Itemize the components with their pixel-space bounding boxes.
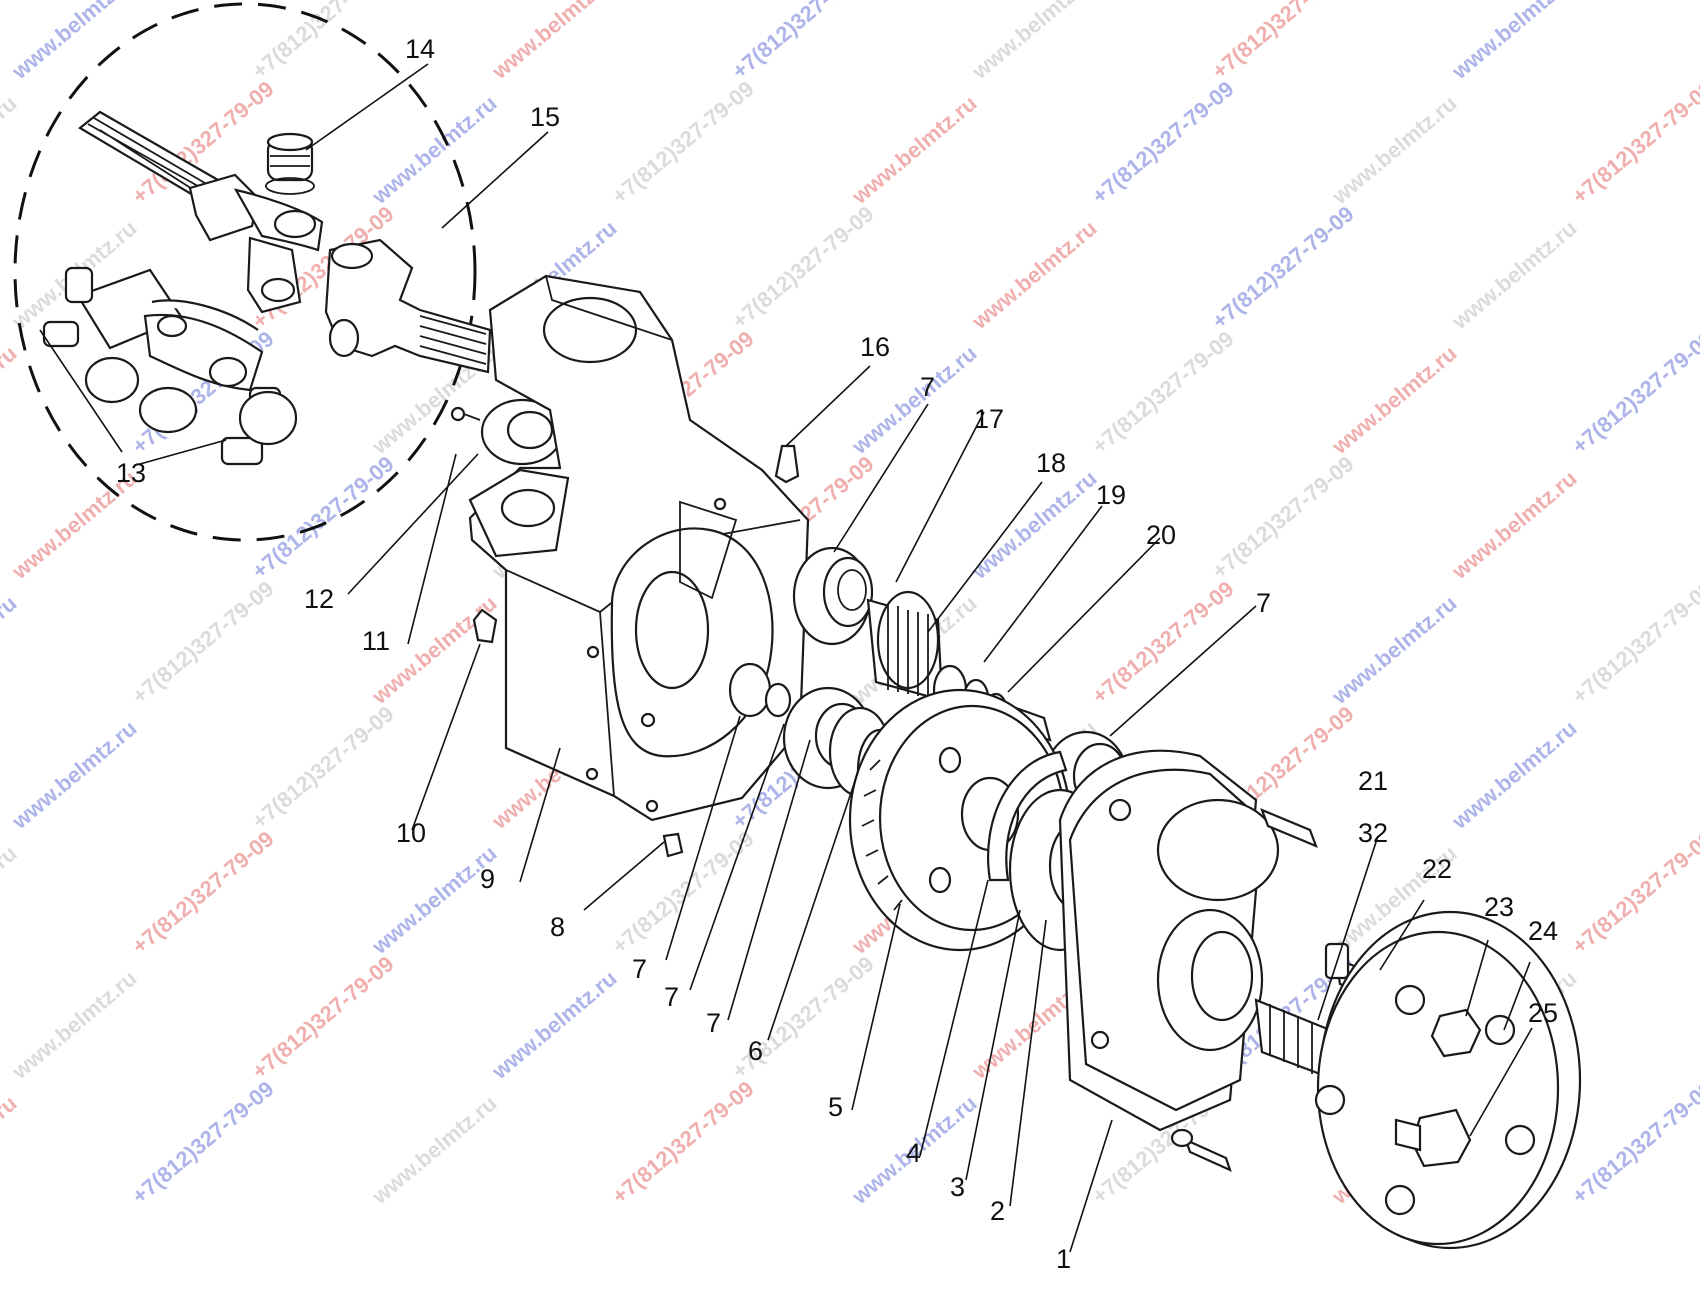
callout-21: 19: [1096, 480, 1126, 510]
callout-7-right: 7: [1256, 588, 1271, 618]
watermark-text: +7(812)327-79-09: [1567, 1076, 1700, 1209]
watermark-text: +7(812)327-79-09: [127, 1076, 278, 1209]
callout-20: 18: [1036, 448, 1066, 478]
callout-14: 12: [304, 584, 334, 614]
callout-6: 6: [748, 1036, 763, 1066]
watermark-text: www.belmtz.ru: [1446, 715, 1581, 834]
watermark-text: +7(812)327-79-09: [247, 951, 398, 1084]
watermark-text: www.belmtz.ru: [366, 840, 501, 959]
watermark-text: +7(812)327-79-09: [1207, 201, 1358, 334]
watermark-text: www.belmtz.ru: [966, 0, 1101, 84]
watermark-text: www.belmtz.ru: [0, 840, 22, 959]
nut-25: [1430, 1008, 1482, 1058]
watermark-text: www.belmtz.ru: [0, 1090, 22, 1209]
watermark-text: +7(812)327-79-09: [1567, 826, 1700, 959]
watermark-text: www.belmtz.ru: [0, 340, 22, 459]
watermark-text: www.belmtz.ru: [1446, 0, 1581, 84]
watermark-text: +7(812)327-79-09: [607, 76, 758, 209]
callout-23: 21: [1358, 766, 1388, 796]
watermark-text: www.belmtz.ru: [486, 0, 621, 84]
yoke-shaft: [324, 238, 492, 374]
bolt-27: [1394, 1108, 1472, 1168]
bearing-7-upper: [792, 546, 874, 646]
breather-18: [774, 444, 800, 484]
callout-7-top: 7: [920, 372, 935, 402]
watermark-text: www.belmtz.ru: [6, 715, 141, 834]
bolt-lower-cover: [1170, 1128, 1232, 1173]
gear-shaft-19: [866, 590, 968, 716]
watermark-text: +7(812)327-79-09: [1567, 326, 1700, 459]
watermark-text: www.belmtz.ru: [366, 1090, 501, 1209]
watermark-text: www.belmtz.ru: [0, 590, 22, 709]
callout-16: 14: [405, 34, 435, 64]
watermark-text: www.belmtz.ru: [1326, 590, 1461, 709]
cardan-shaft-17: [78, 110, 324, 314]
watermark-text: +7(812)327-79-09: [1087, 326, 1238, 459]
callout-18: 16: [860, 332, 890, 362]
watermark-text: www.belmtz.ru: [1446, 215, 1581, 334]
watermark-text: www.belmtz.ru: [486, 965, 621, 1084]
callout-5: 5: [828, 1092, 843, 1122]
cover-1: [1068, 768, 1280, 1112]
plug-10: [662, 832, 684, 858]
callout-24: 22: [1422, 854, 1452, 884]
cardan-cap-16: [265, 132, 315, 195]
watermark-text: +7(812)327-79-09: [607, 826, 758, 959]
leader-lines: [39, 63, 1533, 1253]
watermark-text: www.belmtz.ru: [6, 965, 141, 1084]
watermark-text: +7(812)327-79-09: [247, 0, 398, 84]
watermark-text: +7(812)327-79-09: [1567, 576, 1700, 709]
callout-10: 8: [550, 912, 565, 942]
callout-11: 9: [480, 864, 495, 894]
watermark-text: +7(812)327-79-09: [607, 1076, 758, 1209]
watermark-text: +7(812)327-79-09: [727, 0, 878, 84]
watermark-text: www.belmtz.ru: [1326, 90, 1461, 209]
callout-15: 13: [116, 458, 146, 488]
callout-32: 32: [1358, 818, 1388, 848]
callout-4: 4: [906, 1138, 921, 1168]
callout-2: 2: [990, 1196, 1005, 1226]
housing-11: [468, 274, 810, 822]
watermark-text: +7(812)327-79-09: [1567, 76, 1700, 209]
cross-spider-15: [42, 266, 298, 466]
watermark-text: www.belmtz.ru: [1326, 340, 1461, 459]
watermark-text: +7(812)327-79-09: [1207, 0, 1358, 84]
callout-27: 25: [1528, 998, 1558, 1028]
watermark-text: +7(812)327-79-09: [127, 576, 278, 709]
ring-4: [987, 750, 1068, 882]
callout-22: 20: [1146, 520, 1176, 550]
watermark-text: www.belmtz.ru: [846, 90, 981, 209]
callout-12: 10: [396, 818, 426, 848]
bolt-23: [1260, 808, 1318, 848]
callout-9: 7: [632, 954, 647, 984]
callout-26: 24: [1528, 916, 1558, 946]
callout-19: 17: [974, 404, 1004, 434]
callout-3: 3: [950, 1172, 965, 1202]
callout-8: 7: [664, 982, 679, 1012]
callout-1: 1: [1056, 1244, 1071, 1274]
seal-13: [480, 398, 564, 466]
nut-9: [728, 662, 792, 718]
flange-plate: [1314, 910, 1582, 1250]
plug-12: [472, 608, 498, 644]
watermark-text: www.belmtz.ru: [1446, 465, 1581, 584]
watermark-text: www.belmtz.ru: [966, 215, 1101, 334]
watermark-text: +7(812)327-79-09: [127, 826, 278, 959]
callout-25: 23: [1484, 892, 1514, 922]
callout-7-lower: 7: [706, 1008, 721, 1038]
watermark-text: +7(812)327-79-09: [1207, 451, 1358, 584]
inset-dashed-circle: [13, 2, 477, 542]
callout-labels: 14 15 13 12 11 10 9 8 7 7 7 6 5 4 3 2 1 …: [116, 34, 1558, 1274]
watermark-text: +7(812)327-79-09: [727, 201, 878, 334]
callout-17: 15: [530, 102, 560, 132]
watermark-text: www.belmtz.ru: [0, 90, 22, 209]
watermark-text: +7(812)327-79-09: [1087, 76, 1238, 209]
watermark-text: +7(812)327-79-09: [247, 701, 398, 834]
watermark-text: www.belmtz.ru: [6, 0, 141, 84]
watermark-text: www.belmtz.ru: [966, 465, 1101, 584]
callout-13: 11: [362, 626, 390, 656]
bolt-14: [450, 406, 481, 422]
